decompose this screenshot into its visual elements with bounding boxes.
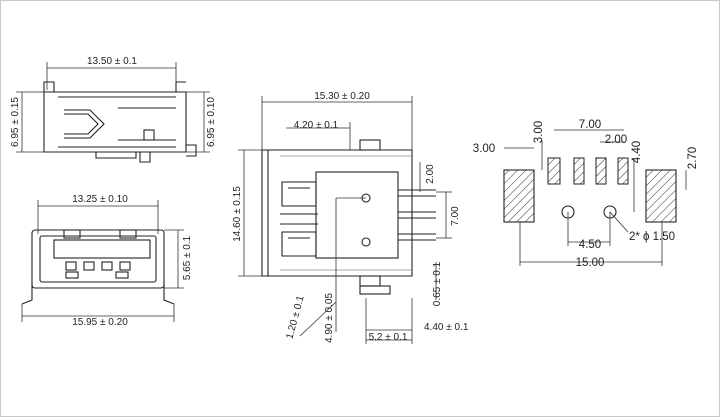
fp-pad-h-label: 3.00 xyxy=(533,121,545,143)
fp-pitch7-label: 7.00 xyxy=(579,119,601,131)
front-outer-width-label: 15.95 ± 0.20 xyxy=(72,317,128,328)
top-pitch-label: 2.00 xyxy=(425,164,436,184)
top-tail-label: 0.65 ± 0.1 xyxy=(432,261,443,306)
top-pin-offset-label: 4.90 ± 0.05 xyxy=(324,293,335,343)
side-view: 13.50 ± 0.1 6.95 ± 0.15 6.95 ± 0.10 xyxy=(10,56,217,163)
fp-4-40-label: 4.40 xyxy=(631,141,643,163)
top-width-5-2-label: 5.2 ± 0.1 xyxy=(369,332,408,343)
pad-left xyxy=(503,169,535,223)
fp-hole-label: 2* ϕ 1.50 xyxy=(629,231,675,243)
front-height-label: 5.65 ± 0.1 xyxy=(182,235,193,280)
front-inner-width-label: 13.25 ± 0.10 xyxy=(72,194,128,205)
pad-right xyxy=(645,169,677,223)
top-height-label: 14.60 ± 0.15 xyxy=(232,186,243,242)
front-view: 13.25 ± 0.10 5.65 ± 0.1 15.95 ± 0.20 xyxy=(21,194,193,328)
fp-total-label: 15.00 xyxy=(576,257,605,269)
top-length-label: 15.30 ± 0.20 xyxy=(314,91,370,102)
side-width-label: 13.50 ± 0.1 xyxy=(87,56,137,67)
fp-hole-spacing-label: 4.50 xyxy=(579,239,601,251)
fp-pitch2-label: 2.00 xyxy=(605,134,627,146)
fp-2-70-label: 2.70 xyxy=(687,147,699,169)
top-view: 15.30 ± 0.20 4.20 ± 0.1 14.60 ± xyxy=(232,91,469,344)
fp-pad-w-label: 3.00 xyxy=(473,143,495,155)
side-height-right-label: 6.95 ± 0.10 xyxy=(206,97,217,147)
side-height-left-label: 6.95 ± 0.15 xyxy=(10,97,21,147)
top-width-4-40-label: 4.40 ± 0.1 xyxy=(424,322,469,333)
top-offset-label: 4.20 ± 0.1 xyxy=(294,120,339,131)
footprint-view: 3.00 3.00 7.00 2.00 4.40 2.70 4.50 2* ϕ … xyxy=(473,119,699,269)
top-pin-span-label: 7.00 xyxy=(450,206,461,226)
